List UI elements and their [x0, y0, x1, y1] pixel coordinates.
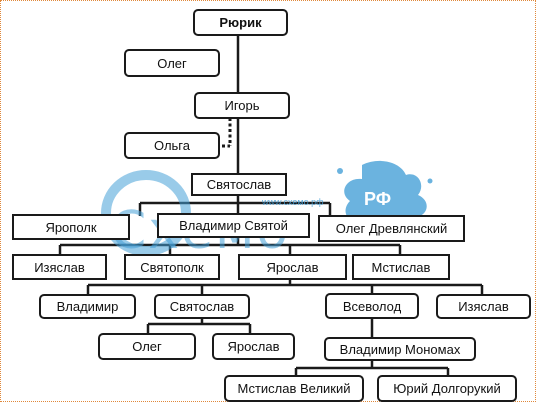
node-oleg-drevlianskii: Олег Древлянский: [318, 215, 465, 242]
node-sviatopolk: Святополк: [124, 254, 220, 280]
node-vsevolod: Всеволод: [325, 293, 419, 319]
node-oleg-bottom: Олег: [98, 333, 196, 360]
node-mstislav: Мстислав: [352, 254, 450, 280]
node-mstislav-velikii: Мстислав Великий: [224, 375, 364, 402]
node-vladimir-monomakh: Владимир Мономах: [324, 337, 476, 361]
node-yurii-dolgorukii: Юрий Долгорукий: [377, 375, 517, 402]
node-iziaslav-right: Изяслав: [436, 294, 531, 319]
node-riurik: Рюрик: [193, 9, 288, 36]
node-iziaslav-left: Изяслав: [12, 254, 107, 280]
node-oleg-top: Олег: [124, 49, 220, 77]
node-yaropolk: Ярополк: [12, 214, 130, 240]
node-olga: Ольга: [124, 132, 220, 159]
node-vladimir-sviatoi: Владимир Святой: [157, 213, 310, 238]
node-sviatoslav2: Святослав: [154, 294, 250, 319]
node-yaroslav: Ярослав: [238, 254, 347, 280]
node-yaroslav2: Ярослав: [212, 333, 295, 360]
node-igor: Игорь: [194, 92, 290, 119]
node-vladimir: Владимир: [39, 294, 136, 319]
node-sviatoslav: Святослав: [191, 173, 287, 196]
